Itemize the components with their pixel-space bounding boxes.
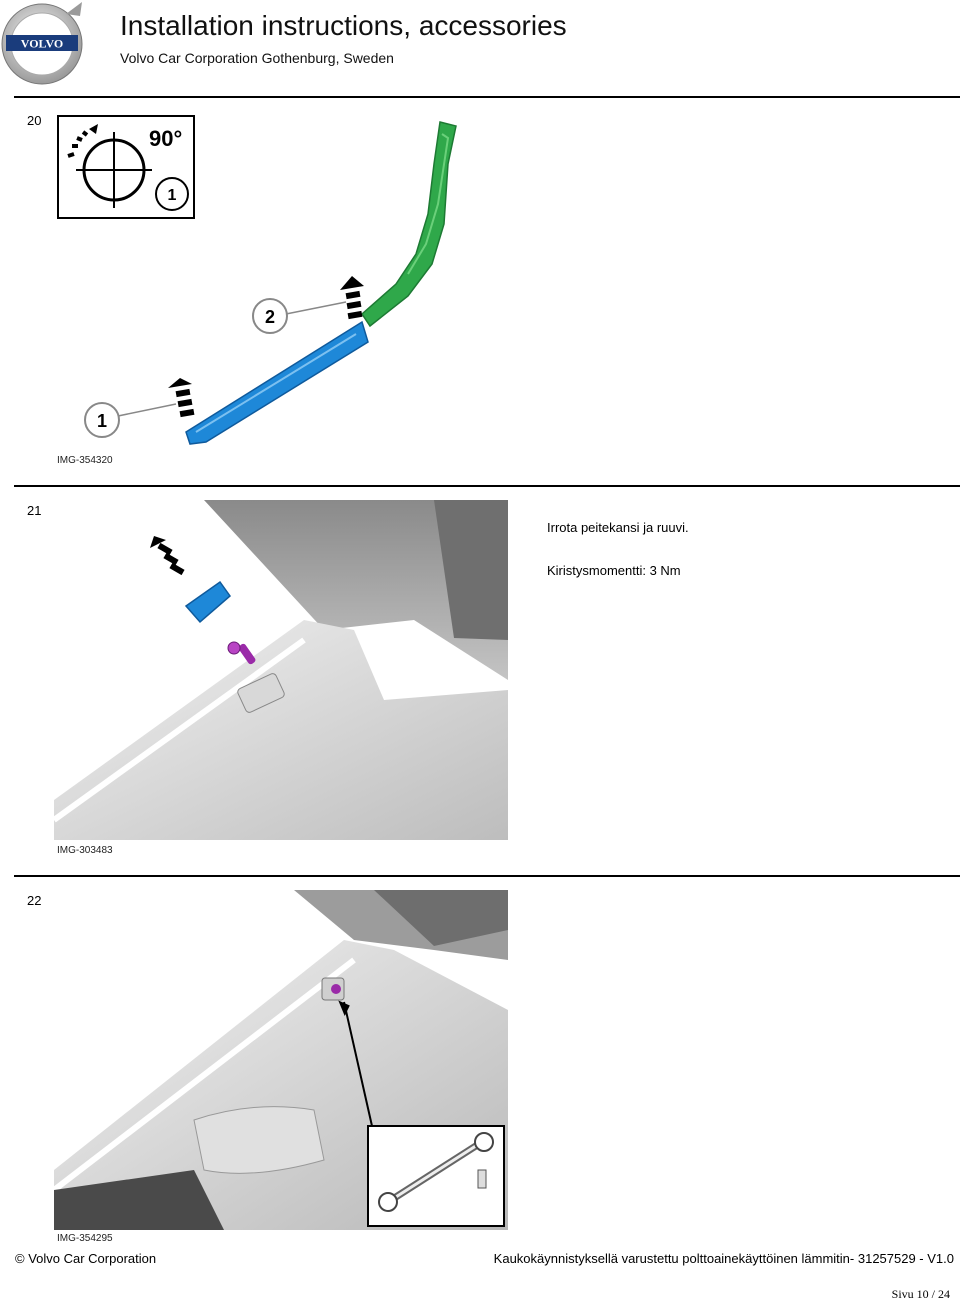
torque-text: Kiristysmomentti: 3 Nm [547, 563, 681, 578]
svg-text:2: 2 [265, 307, 275, 327]
step-number: 20 [27, 113, 42, 128]
volvo-logo: VOLVO [0, 0, 88, 88]
page-number: Sivu 10 / 24 [891, 1287, 950, 1301]
step-number: 22 [27, 893, 42, 908]
step-image-cover-screw [54, 500, 508, 840]
image-caption: IMG-354320 [57, 455, 113, 466]
image-caption: IMG-303483 [57, 845, 113, 856]
divider [14, 485, 960, 487]
step-number: 21 [27, 503, 42, 518]
image-caption: IMG-354295 [57, 1233, 113, 1244]
page-title: Installation instructions, accessories [120, 10, 567, 41]
divider [14, 875, 960, 877]
svg-text:VOLVO: VOLVO [21, 37, 63, 51]
step-image-tool-location [54, 890, 508, 1230]
svg-text:1: 1 [97, 411, 107, 431]
page-subtitle: Volvo Car Corporation Gothenburg, Sweden [120, 50, 394, 66]
footer-document-title: Kaukokäynnistyksellä varustettu polttoai… [493, 1251, 954, 1266]
step-image-trim-removal: 90° 1 2 1 [56, 114, 476, 450]
svg-text:90°: 90° [149, 126, 182, 151]
instruction-text: Irrota peitekansi ja ruuvi. [547, 520, 689, 535]
svg-text:1: 1 [168, 187, 177, 204]
footer-copyright: © Volvo Car Corporation [15, 1251, 157, 1266]
divider [14, 96, 960, 98]
